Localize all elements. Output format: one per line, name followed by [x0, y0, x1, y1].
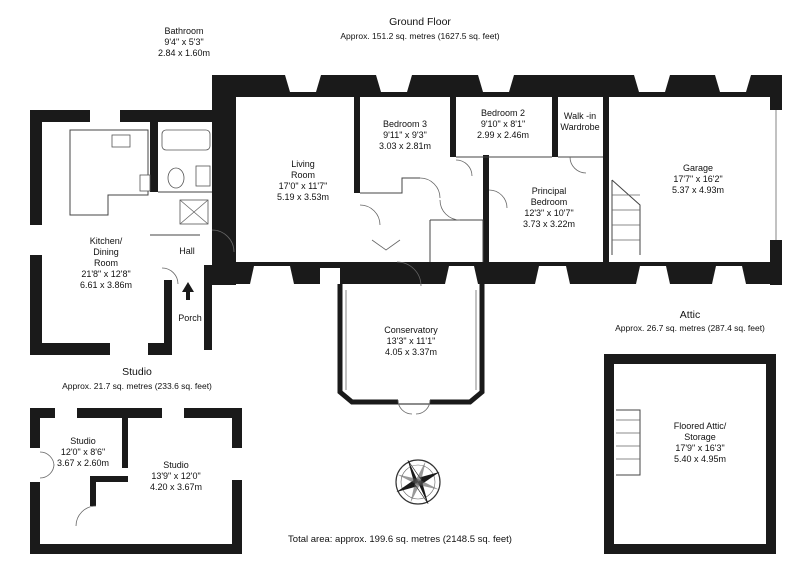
room-attic-storage: Floored Attic/ Storage 17'9" x 16'3" 5.4…	[674, 421, 727, 465]
room-bedroom2: Bedroom 2 9'10" x 8'1" 2.99 x 2.46m	[477, 108, 529, 141]
attic-title: Attic	[679, 309, 701, 321]
room-imperial: 12'0" x 8'6"	[60, 447, 106, 457]
room-name: Principal Bedroom	[530, 186, 568, 207]
attic-walls	[604, 354, 776, 554]
room-principal-bedroom: Principal Bedroom 12'3" x 10'7" 3.73 x 3…	[523, 186, 575, 230]
room-garage: Garage 17'7" x 16'2" 5.37 x 4.93m	[672, 163, 724, 196]
ground-floor-fixtures	[69, 129, 641, 287]
room-name: Bathroom	[164, 26, 204, 36]
entrance-arrow-icon	[182, 282, 194, 300]
room-imperial: 13'9" x 12'0"	[151, 471, 201, 481]
room-name: Bedroom 2	[480, 108, 526, 118]
room-metric: 5.19 x 3.53m	[276, 192, 330, 202]
ground-floor-title: Ground Floor	[389, 16, 451, 28]
room-walk-in-wardrobe: Walk -in Wardrobe	[560, 111, 600, 132]
room-imperial: 17'7" x 16'2"	[673, 174, 723, 184]
room-imperial: 9'11" x 9'3"	[383, 130, 427, 140]
room-name: Living Room	[290, 159, 315, 180]
room-name: Conservatory	[384, 325, 438, 335]
room-hall: Hall	[179, 246, 195, 256]
room-conservatory: Conservatory 13'3" x 11'1" 4.05 x 3.37m	[384, 325, 438, 358]
room-imperial: 17'9" x 16'3"	[675, 443, 725, 453]
room-imperial: 9'4" x 5'3"	[164, 37, 204, 47]
room-imperial: 21'8" x 12'8"	[81, 269, 131, 279]
room-imperial: 12'3" x 10'7"	[524, 208, 574, 218]
room-kitchen: Kitchen/ Dining Room 21'8" x 12'8" 6.61 …	[80, 236, 132, 291]
room-metric: 5.37 x 4.93m	[671, 185, 725, 195]
room-metric: 3.03 x 2.81m	[378, 141, 432, 151]
compass-rose-icon	[395, 459, 441, 505]
room-porch: Porch	[178, 313, 202, 323]
room-studio-small: Studio 12'0" x 8'6" 3.67 x 2.60m	[57, 436, 109, 469]
room-metric: 2.84 x 1.60m	[157, 48, 211, 58]
room-metric: 4.20 x 3.67m	[149, 482, 203, 492]
room-metric: 3.67 x 2.60m	[56, 458, 110, 468]
ground-floor-walls	[30, 75, 782, 355]
studio-walls	[30, 408, 242, 554]
studio-title: Studio	[122, 366, 152, 378]
room-studio-large: Studio 13'9" x 12'0" 4.20 x 3.67m	[150, 460, 202, 493]
room-name: Studio	[70, 436, 96, 446]
room-metric: 5.40 x 4.95m	[673, 454, 727, 464]
room-name: Garage	[682, 163, 714, 173]
room-name: Kitchen/ Dining Room	[89, 236, 123, 268]
ground-floor-area: Approx. 151.2 sq. metres (1627.5 sq. fee…	[340, 31, 500, 41]
room-metric: 2.99 x 2.46m	[476, 130, 530, 140]
ground-floor-windows	[30, 75, 782, 355]
conservatory-structure	[337, 284, 485, 415]
room-name: Bedroom 3	[382, 119, 428, 129]
room-imperial: 9'10" x 8'1"	[480, 119, 526, 129]
room-metric: 3.73 x 3.22m	[522, 219, 576, 229]
room-living: Living Room 17'0" x 11'7" 5.19 x 3.53m	[277, 159, 329, 203]
studio-area: Approx. 21.7 sq. metres (233.6 sq. feet)	[62, 381, 212, 391]
room-metric: 6.61 x 3.86m	[79, 280, 133, 290]
room-name: Floored Attic/ Storage	[673, 421, 727, 442]
room-name: Studio	[163, 460, 189, 470]
room-metric: 4.05 x 3.37m	[384, 347, 438, 357]
room-bedroom3: Bedroom 3 9'11" x 9'3" 3.03 x 2.81m	[379, 119, 431, 152]
room-bathroom: Bathroom 9'4" x 5'3" 2.84 x 1.60m	[158, 26, 210, 59]
room-imperial: 13'3" x 11'1"	[386, 336, 436, 346]
room-imperial: 17'0" x 11'7"	[278, 181, 328, 191]
attic-area: Approx. 26.7 sq. metres (287.4 sq. feet)	[615, 323, 765, 333]
total-area: Total area: approx. 199.6 sq. metres (21…	[288, 534, 512, 545]
